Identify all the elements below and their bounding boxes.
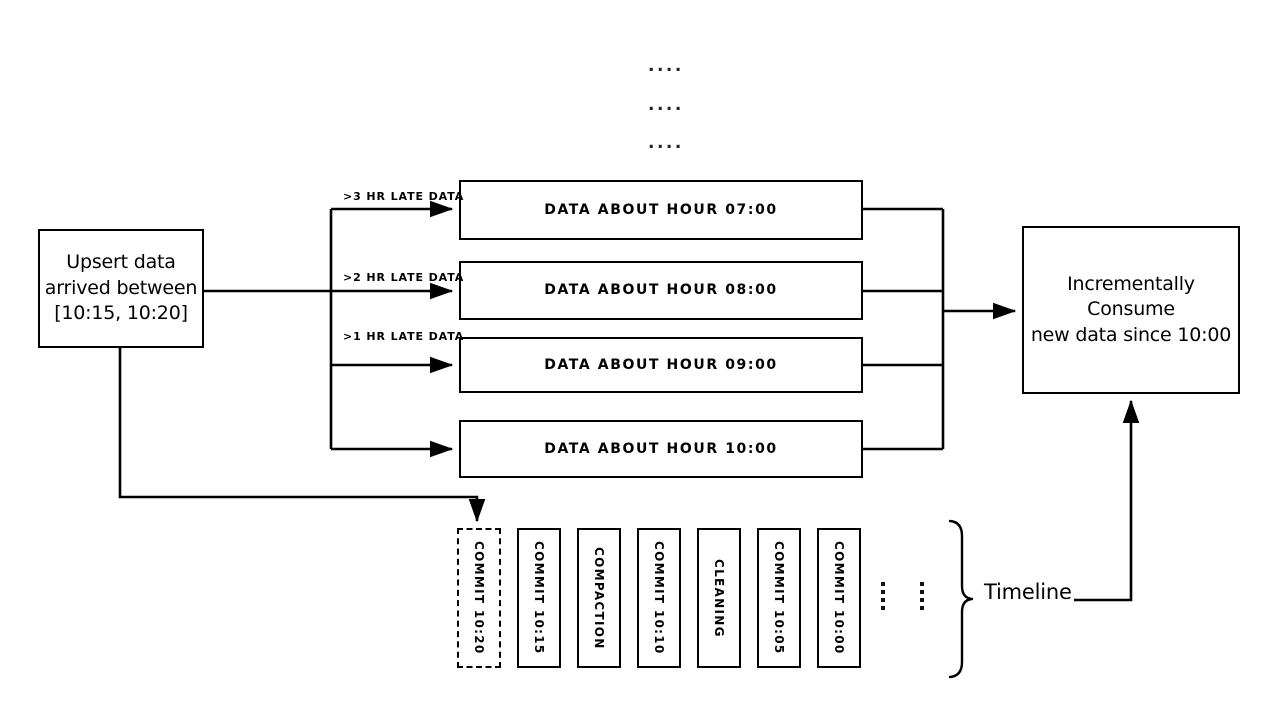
incremental-consume-box[interactable]: Incrementally Consume new data since 10:… [1022, 226, 1240, 394]
hour-box-08-label: DATA ABOUT HOUR 08:00 [544, 282, 778, 299]
hour-box-10[interactable]: DATA ABOUT HOUR 10:00 [459, 420, 863, 478]
commit-box-10-10[interactable]: COMMIT 10:10 [637, 528, 681, 668]
commit-box-10-15[interactable]: COMMIT 10:15 [517, 528, 561, 668]
edge-timeline-to-sink [1074, 399, 1140, 602]
continuation-dots-row-2: .... [648, 95, 684, 115]
hour-box-08[interactable]: DATA ABOUT HOUR 08:00 [459, 261, 863, 320]
continuation-dots-row-1: .... [648, 56, 684, 76]
hour-box-07-label: DATA ABOUT HOUR 07:00 [544, 201, 778, 218]
incremental-consume-label: Incrementally Consume new data since 10:… [1030, 272, 1232, 346]
edge-label-2hr-late: >2 HR LATE DATA [343, 271, 465, 284]
hour-box-10-label: DATA ABOUT HOUR 10:00 [544, 440, 778, 457]
upsert-source-box[interactable]: Upsert data arrived between [10:15, 10:2… [38, 229, 204, 348]
commit-box-10-10-label: COMMIT 10:10 [652, 541, 667, 655]
commit-box-10-00[interactable]: COMMIT 10:00 [817, 528, 861, 668]
timeline-label: Timeline [984, 580, 1072, 604]
commit-box-10-05[interactable]: COMMIT 10:05 [757, 528, 801, 668]
hour-box-09[interactable]: DATA ABOUT HOUR 09:00 [459, 337, 863, 393]
timeline-ellipsis-right [920, 582, 925, 614]
commit-box-10-20-label: COMMIT 10:20 [472, 541, 487, 655]
commit-box-cleaning-label: CLEANING [712, 558, 727, 638]
commit-box-10-20[interactable]: COMMIT 10:20 [457, 528, 501, 668]
commit-box-10-15-label: COMMIT 10:15 [532, 541, 547, 655]
commit-box-compaction[interactable]: COMPACTION [577, 528, 621, 668]
timeline-ellipsis-left [881, 582, 886, 614]
timeline-brace [948, 519, 974, 679]
edge-label-1hr-late: >1 HR LATE DATA [343, 330, 465, 343]
hour-box-07[interactable]: DATA ABOUT HOUR 07:00 [459, 180, 863, 240]
hour-box-09-label: DATA ABOUT HOUR 09:00 [544, 356, 778, 373]
commit-box-compaction-label: COMPACTION [592, 546, 607, 650]
continuation-dots-row-3: .... [648, 133, 684, 153]
edge-source-to-commit [118, 348, 486, 523]
upsert-source-label: Upsert data arrived between [10:15, 10:2… [44, 251, 198, 325]
commit-box-10-05-label: COMMIT 10:05 [772, 541, 787, 655]
edge-label-3hr-late: >3 HR LATE DATA [343, 190, 465, 203]
commit-box-cleaning[interactable]: CLEANING [697, 528, 741, 668]
commit-box-10-00-label: COMMIT 10:00 [832, 541, 847, 655]
